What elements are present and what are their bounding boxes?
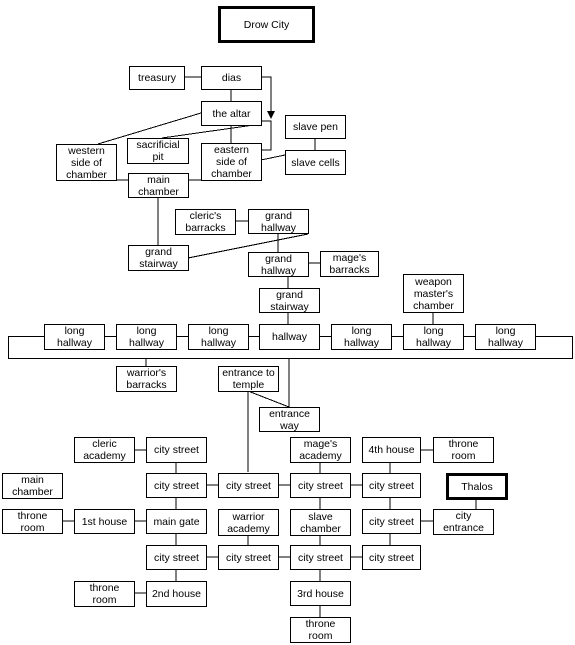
room-warriors-barracks[interactable]: warrior's barracks — [116, 366, 177, 392]
room-city-street-8[interactable]: city street — [218, 545, 279, 570]
room-city-street-1[interactable]: city street — [146, 437, 207, 463]
room-entrance-to-temple[interactable]: entrance to temple — [218, 366, 279, 392]
room-slave-cells[interactable]: slave cells — [285, 150, 346, 175]
room-thalos[interactable]: Thalos — [446, 473, 508, 500]
room-main-chamber[interactable]: main chamber — [128, 173, 189, 198]
room-mages-barracks[interactable]: mage's barracks — [320, 251, 379, 277]
room-2nd-house[interactable]: 2nd house — [146, 581, 207, 607]
room-city-street-6[interactable]: city street — [362, 509, 421, 534]
room-grand-stairway-lower[interactable]: grand stairway — [259, 288, 320, 313]
room-slave-chamber[interactable]: slave chamber — [290, 509, 351, 536]
room-western-side-of-chamber[interactable]: western side of chamber — [56, 144, 117, 181]
room-eastern-side-of-chamber[interactable]: eastern side of chamber — [201, 143, 262, 181]
room-treasury[interactable]: treasury — [129, 66, 185, 90]
room-city-entrance[interactable]: city entrance — [433, 509, 494, 535]
room-4th-house[interactable]: 4th house — [362, 437, 421, 463]
room-hallway[interactable]: hallway — [259, 324, 320, 350]
room-1st-house[interactable]: 1st house — [74, 509, 135, 534]
room-warrior-academy[interactable]: warrior academy — [218, 509, 279, 536]
room-long-hallway-3[interactable]: long hallway — [188, 324, 249, 350]
room-grand-hallway-upper[interactable]: grand hallway — [248, 209, 309, 234]
room-entrance-way[interactable]: entrance way — [259, 407, 320, 432]
room-city-street-4[interactable]: city street — [290, 473, 351, 498]
room-long-hallway-1[interactable]: long hallway — [44, 324, 105, 350]
room-city-street-3[interactable]: city street — [218, 473, 279, 498]
room-weapon-masters-chamber[interactable]: weapon master's chamber — [403, 274, 464, 313]
room-main-gate[interactable]: main gate — [146, 509, 207, 534]
room-city-street-10[interactable]: city street — [362, 545, 421, 570]
room-grand-stairway-upper[interactable]: grand stairway — [128, 245, 189, 271]
room-cleric-academy[interactable]: cleric academy — [74, 437, 135, 463]
room-slave-pen[interactable]: slave pen — [285, 115, 346, 139]
room-long-hallway-4[interactable]: long hallway — [331, 324, 392, 350]
room-altar[interactable]: the altar — [201, 101, 262, 126]
room-throne-room-2[interactable]: throne room — [2, 509, 63, 534]
room-city-street-9[interactable]: city street — [290, 545, 351, 570]
room-clerics-barracks[interactable]: cleric's barracks — [175, 209, 236, 235]
room-long-hallway-6[interactable]: long hallway — [475, 324, 536, 350]
room-sacrificial-pit[interactable]: sacrificial pit — [127, 138, 189, 164]
room-grand-hallway-lower[interactable]: grand hallway — [248, 252, 309, 277]
room-main-chamber-2[interactable]: main chamber — [2, 473, 63, 499]
room-city-street-2[interactable]: city street — [146, 473, 207, 498]
room-throne-room-3[interactable]: throne room — [74, 581, 135, 607]
room-city-street-7[interactable]: city street — [146, 545, 207, 570]
room-long-hallway-5[interactable]: long hallway — [403, 324, 464, 350]
map-title: Drow City — [218, 6, 315, 43]
room-long-hallway-2[interactable]: long hallway — [116, 324, 177, 350]
room-throne-room-4[interactable]: throne room — [290, 617, 351, 643]
room-dias[interactable]: dias — [201, 66, 262, 90]
room-3rd-house[interactable]: 3rd house — [290, 581, 351, 606]
room-city-street-5[interactable]: city street — [362, 473, 421, 498]
room-mages-academy[interactable]: mage's academy — [290, 437, 351, 463]
room-throne-room-1[interactable]: throne room — [433, 437, 494, 463]
